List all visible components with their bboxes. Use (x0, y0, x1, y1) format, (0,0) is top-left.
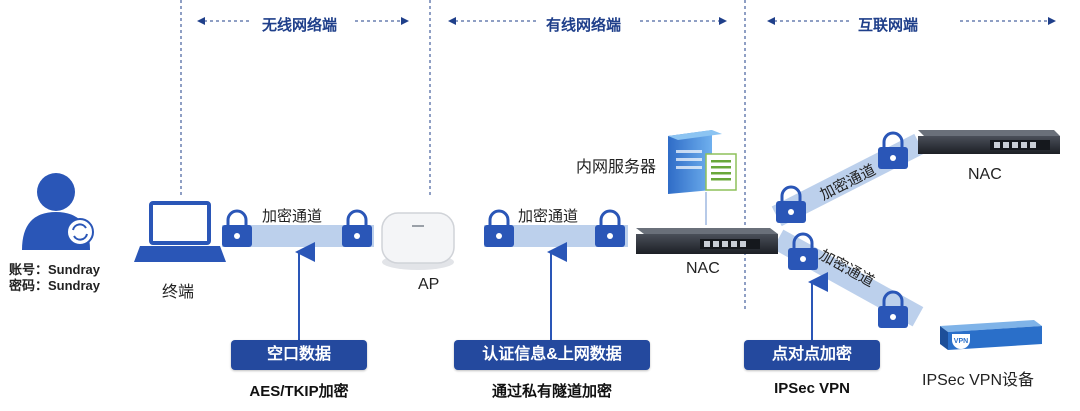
svg-text:VPN: VPN (954, 338, 968, 345)
callout-air-interface: 空口数据 (231, 340, 367, 370)
user-icon (22, 173, 94, 250)
nac-device-icon (918, 130, 1060, 154)
intranet-server-label: 内网服务器 (576, 159, 657, 176)
nac-label-center: NAC (686, 260, 720, 277)
lock-icon (222, 209, 252, 247)
callout-p2p: 点对点加密 (744, 340, 880, 370)
lock-icon (788, 232, 818, 270)
lock-icon (484, 209, 514, 247)
zone-label-wired: 有线网络端 (546, 17, 622, 34)
vpn-device-label: IPSec VPN设备 (922, 372, 1035, 389)
vpn-device-icon: VPN (940, 320, 1042, 350)
tunnel-label: 加密通道 (518, 208, 579, 225)
lock-icon (776, 185, 806, 223)
lock-icon (595, 209, 625, 247)
callout-auth-data: 认证信息&上网数据 (454, 340, 650, 370)
lock-icon (342, 209, 372, 247)
callout-air-interface-desc: AES/TKIP加密 (249, 383, 349, 400)
nac-device-icon (636, 228, 778, 254)
tunnel-2 (484, 225, 628, 247)
account-text: 账号：Sundray (9, 262, 101, 277)
callout-p2p-desc: IPSec VPN (774, 380, 850, 397)
lock-icon (878, 131, 908, 169)
callout-auth-data-desc: 通过私有隧道加密 (491, 383, 612, 400)
ap-device-icon (381, 212, 455, 270)
tunnel-1 (222, 225, 374, 247)
zone-label-internet: 互联网端 (858, 17, 919, 34)
password-text: 密码：Sundray (9, 278, 101, 293)
tunnel-label: 加密通道 (262, 208, 323, 225)
server-icon (668, 130, 737, 194)
laptop-icon (134, 201, 226, 262)
ap-label: AP (418, 276, 440, 293)
lock-icon (878, 290, 908, 328)
terminal-label: 终端 (162, 284, 195, 301)
zone-label-wireless: 无线网络端 (262, 17, 338, 34)
nac-label-top-right: NAC (968, 166, 1002, 183)
